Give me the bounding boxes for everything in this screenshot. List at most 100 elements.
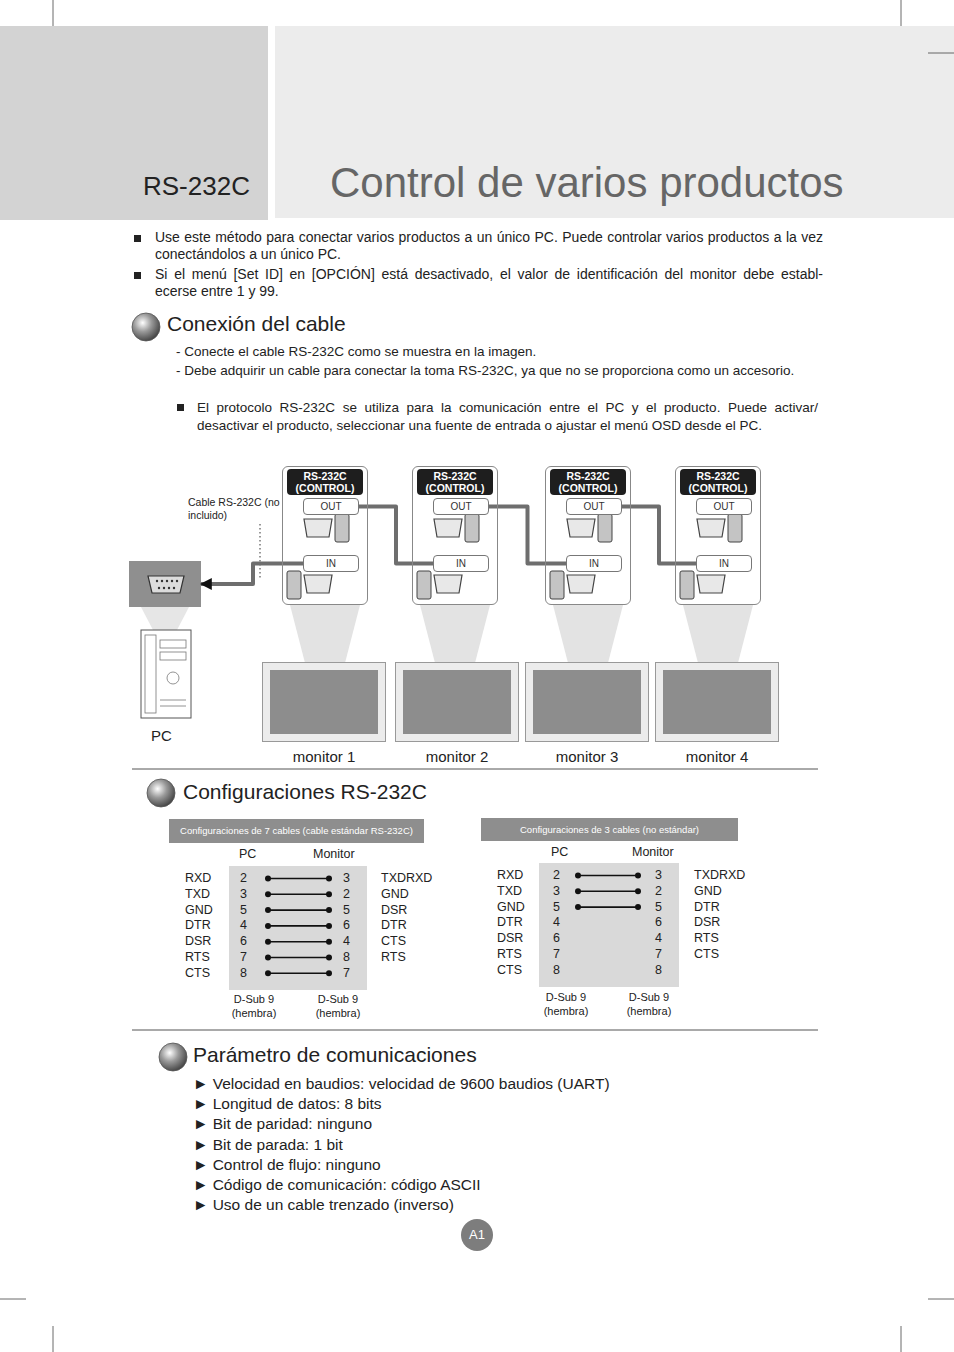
cable-plug bbox=[335, 514, 349, 542]
pin-dot bbox=[326, 891, 332, 897]
pin-table-text: CTS bbox=[381, 934, 406, 949]
pin-wires bbox=[265, 873, 641, 977]
pin-table-text: 8 bbox=[343, 950, 350, 965]
panel-heading: RS-232C (CONTROL) bbox=[417, 469, 493, 495]
pin-table-text: 3 bbox=[343, 871, 350, 886]
pin-table-text: 2 bbox=[343, 887, 350, 902]
control-panel: OUTINRS-232C (CONTROL) bbox=[282, 466, 368, 605]
pin-wire bbox=[268, 909, 329, 911]
pin-table-text: DSR bbox=[497, 931, 523, 946]
drawing-part bbox=[171, 580, 173, 582]
pin-table-bg bbox=[229, 866, 367, 990]
node-text: OUT bbox=[434, 499, 488, 514]
cable-plug bbox=[598, 514, 612, 542]
cable-plug bbox=[465, 514, 479, 542]
control-panel: OUT IN RS-232C (CONTROL) bbox=[412, 466, 498, 605]
drawing-part bbox=[160, 652, 186, 660]
dsub-port bbox=[567, 575, 595, 593]
pin-table-text: PC bbox=[551, 845, 568, 860]
drawing-part bbox=[53, 0, 54, 26]
drawing-part bbox=[132, 313, 160, 341]
rules bbox=[132, 769, 818, 1030]
monitor-screen: monitor 3 bbox=[526, 663, 648, 741]
drawing-part bbox=[53, 1326, 54, 1352]
dsub-port bbox=[697, 575, 725, 593]
node-text: Configuraciones de 7 cables (cable están… bbox=[169, 819, 424, 843]
pin-table-text: DSR bbox=[381, 903, 407, 918]
projection-cone bbox=[683, 605, 753, 663]
pin-dot bbox=[326, 939, 332, 945]
port-label-box: IN bbox=[696, 555, 752, 572]
parameter-item: ► Código de comunicación: código ASCII bbox=[193, 1175, 481, 1194]
node-text: OUT bbox=[697, 499, 751, 514]
pin-table-text: 3 bbox=[240, 887, 247, 902]
pin-table-text: TXDRXD bbox=[381, 871, 432, 886]
node-text: IN bbox=[304, 556, 358, 571]
pin-table-text: 6 bbox=[553, 931, 560, 946]
parameter-item: ► Uso de un cable trenzado (inverso) bbox=[193, 1195, 454, 1214]
pin-table-text: 5 bbox=[553, 900, 560, 915]
pin-table-text: 2 bbox=[240, 871, 247, 886]
monitor-screen: monitor 2 bbox=[396, 663, 518, 741]
pin-wire bbox=[578, 890, 638, 892]
pin-dot bbox=[326, 955, 332, 961]
dsub-port bbox=[304, 519, 332, 537]
pin-table-text: 4 bbox=[240, 918, 247, 933]
pin-dot bbox=[265, 939, 271, 945]
pin-dot bbox=[326, 907, 332, 913]
projection-cone bbox=[420, 605, 490, 663]
pin-dot bbox=[635, 888, 641, 894]
pin-table-text: RTS bbox=[185, 950, 210, 965]
pin-dot bbox=[265, 955, 271, 961]
pin-table-text: 8 bbox=[240, 966, 247, 981]
panel-heading: RS-232C (CONTROL) bbox=[287, 469, 363, 495]
drawing-part bbox=[160, 706, 186, 707]
pin-table-text: RTS bbox=[694, 931, 719, 946]
section-heading: Conexión del cable bbox=[167, 311, 346, 337]
pin-table-text: PC bbox=[239, 847, 256, 862]
table-header-band: Configuraciones de 7 cables (cable están… bbox=[169, 819, 424, 843]
node-text: A1 bbox=[461, 1219, 493, 1251]
table-header-band: Configuraciones de 3 cables (no estándar… bbox=[481, 818, 738, 841]
body-text: El protocolo RS-232C se utiliza para la … bbox=[197, 399, 818, 434]
parameter-item: ► Control de flujo: ninguno bbox=[193, 1155, 381, 1174]
drawing-part bbox=[901, 0, 902, 26]
page-title: Control de varios productos bbox=[330, 158, 844, 208]
pin-wire bbox=[268, 893, 329, 895]
drawing-part bbox=[176, 580, 178, 582]
projection-cone bbox=[290, 605, 360, 663]
pin-table-text: D-Sub 9 (hembra) bbox=[306, 992, 370, 1020]
drawing-part bbox=[177, 404, 184, 411]
drawing-part bbox=[156, 580, 158, 582]
port-label-box: IN bbox=[303, 555, 359, 572]
pin-table-text: GND bbox=[381, 887, 409, 902]
dsub-port bbox=[567, 519, 595, 537]
drawing-part bbox=[168, 587, 170, 589]
pin-table-text: D-Sub 9 (hembra) bbox=[222, 992, 286, 1020]
pin-dot bbox=[265, 907, 271, 913]
monitor-screen: monitor 1 bbox=[263, 663, 385, 741]
drawing-part bbox=[147, 779, 175, 807]
body-text: Si el menú [Set ID] en [OPCIÓN] está des… bbox=[155, 266, 823, 300]
dsub-port bbox=[304, 575, 332, 593]
drawing-part bbox=[141, 607, 189, 630]
pin-dot bbox=[635, 873, 641, 879]
pin-dot bbox=[265, 876, 271, 882]
node-text: IN bbox=[434, 556, 488, 571]
pin-table-text: GND bbox=[185, 903, 213, 918]
title-band bbox=[275, 26, 954, 218]
pin-table-text: 7 bbox=[553, 947, 560, 962]
pin-table-text: DSR bbox=[185, 934, 211, 949]
pin-dot bbox=[326, 923, 332, 929]
drawing-part bbox=[173, 587, 175, 589]
drawing-part bbox=[161, 580, 163, 582]
port-label-box: OUT bbox=[566, 498, 622, 515]
pin-table-text: CTS bbox=[694, 947, 719, 962]
node-text: OUT bbox=[567, 499, 621, 514]
pin-table-text: 5 bbox=[240, 903, 247, 918]
drawing-part bbox=[167, 672, 179, 684]
panel-heading: RS-232C (CONTROL) bbox=[550, 469, 626, 495]
pin-table-text: 4 bbox=[655, 931, 662, 946]
section-heading: Parámetro de comunicaciones bbox=[193, 1042, 477, 1068]
